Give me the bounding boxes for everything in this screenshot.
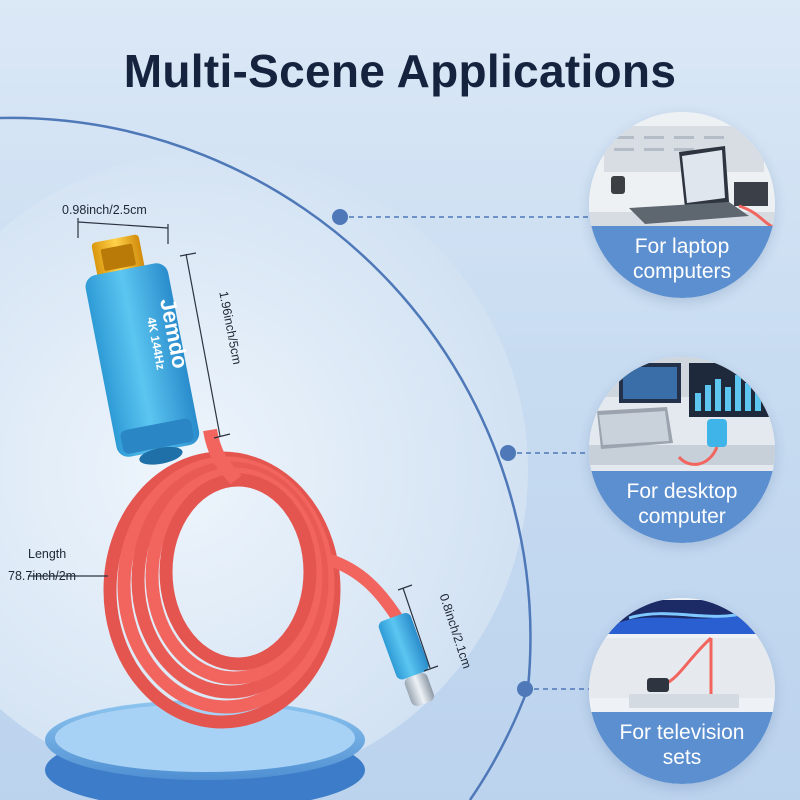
type-c-connector	[378, 612, 435, 706]
scene-label-laptop: For laptop computers	[589, 226, 775, 298]
scene-label-line: For laptop	[634, 235, 730, 258]
dimension-lines	[28, 218, 439, 672]
scene-label-television: For television sets	[589, 712, 775, 784]
node-dot-1	[332, 209, 348, 225]
scene-label-line: computer	[638, 505, 726, 528]
node-dot-2	[500, 445, 516, 461]
length-label: Length	[28, 547, 67, 561]
node-dot-3	[517, 681, 533, 697]
scene-label-line: sets	[662, 746, 702, 769]
scene-card-television: For television sets	[589, 598, 775, 784]
width-dimension: 0.98inch/2.5cm	[62, 203, 147, 217]
hdmi-adapter	[85, 234, 200, 465]
scene-card-laptop: For laptop computers	[589, 112, 775, 298]
length-value: 78.7inch/2m	[8, 569, 77, 583]
scene-label-line: For television	[619, 721, 745, 744]
page-title: Multi-Scene Applications	[123, 45, 677, 97]
scene-label-line: For desktop	[626, 480, 738, 503]
scene-label-desktop: For desktop computer	[589, 471, 775, 543]
scene-label-line: computers	[632, 260, 732, 283]
scene-card-desktop: For desktop computer	[589, 357, 775, 543]
connector-arc	[0, 116, 532, 689]
cable-tail	[327, 554, 406, 626]
